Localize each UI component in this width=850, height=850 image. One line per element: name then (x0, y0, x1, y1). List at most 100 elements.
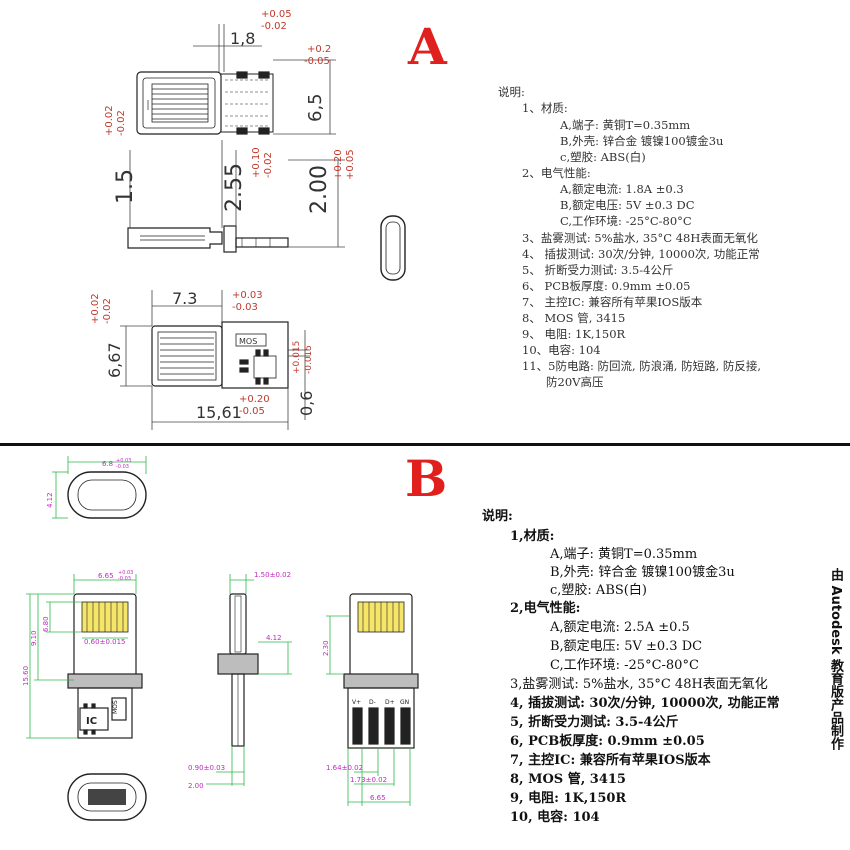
tol-2-00-minus: +0.05 (345, 149, 356, 180)
note-b-line: 10, 电容: 104 (510, 810, 600, 825)
tol-1-8-plus: +0.05 (261, 9, 292, 20)
connector-pcb-view (151, 321, 289, 389)
dim-1-5: 1.5 (113, 169, 138, 204)
note-a-line: A,端子: 黄铜T=0.35mm (560, 118, 691, 132)
note-a-line: 8、 MOS 管, 3415 (522, 311, 626, 325)
ic-label-b: IC (86, 716, 97, 727)
tol-b-6-65-minus: -0.03 (118, 576, 131, 582)
dim-15-61: 15,61 (196, 403, 242, 422)
note-a-line: 2、电气性能: (522, 166, 591, 180)
note-a-line: 3、盐雾测试: 5%盐水, 35°C 48H表面无氧化 (522, 231, 758, 245)
note-a-line: B,外壳: 锌合金 镀镍100镀金3u (560, 134, 724, 148)
note-b-line: B,额定电压: 5V ±0.3 DC (550, 639, 703, 654)
dim-b-1-73: 1.73±0.02 (350, 776, 387, 784)
mos-label-b: MOS (112, 700, 119, 714)
tol-left-plus: +0.02 (104, 105, 115, 136)
note-b-line: A,端子: 黄铜T=0.35mm (550, 547, 698, 562)
mos-label-a: MOS (239, 337, 257, 346)
note-b-line: 8, MOS 管, 3415 (510, 772, 626, 787)
tol-left-minus: -0.02 (116, 110, 127, 136)
connector-end-oval (67, 471, 147, 519)
dim-7-3: 7.3 (172, 289, 197, 308)
panel-a: A (90, 9, 762, 430)
tol-side-plus: +0.015 (292, 341, 302, 374)
dim-b-6-80: 6.80 (42, 616, 50, 632)
note-b-line: c,塑胶: ABS(白) (550, 583, 647, 598)
tol-side-minus: -0.015 (304, 345, 314, 374)
connector-front-view (67, 593, 143, 739)
dim-b-2-30: 2.30 (322, 640, 330, 656)
tol-15-61-minus: -0.05 (239, 406, 265, 417)
note-a-line: 4、 插拔测试: 30次/分钟, 10000次, 功能正常 (522, 247, 760, 261)
note-a-line: 10、电容: 104 (522, 343, 601, 357)
panel-b-label: B (405, 449, 448, 508)
note-b-line: 9, 电阻: 1K,150R (510, 791, 627, 806)
note-b-line: 1,材质: (510, 529, 555, 544)
tol-2-55-plus: +0.10 (251, 147, 262, 178)
connector-side-view (217, 593, 259, 747)
dim-b-1-64: 1.64±0.02 (326, 764, 363, 772)
connector-top-view (136, 71, 274, 135)
dim-b-0-90: 0.90±0.03 (188, 764, 225, 772)
pin-label: D+ (385, 699, 395, 706)
notes-b-title: 说明: (482, 509, 513, 524)
note-b-line: 2,电气性能: (510, 601, 581, 616)
note-a-line: 6、 PCB板厚度: 0.9mm ±0.05 (522, 279, 691, 293)
pin-label: GN (400, 699, 409, 706)
note-a-line: C,工作环境: -25°C-80°C (560, 214, 692, 228)
dim-b-6-65-bot: 6.65 (370, 794, 386, 802)
note-a-line: c,塑胶: ABS(白) (560, 150, 646, 164)
drawing-a: 1,8 +0.05 -0.02 +0.2 -0.05 6,5 +0.02 -0.… (90, 9, 406, 430)
tol-7-3-minus: -0.03 (232, 302, 258, 313)
note-a-line: A,额定电流: 1.8A ±0.3 (560, 182, 684, 196)
dim-2-00: 2.00 (307, 165, 332, 214)
dim-b-2-00: 2.00 (188, 782, 204, 790)
panel-a-label: A (408, 17, 447, 76)
tol-b-6-8-plus: +0.03 (116, 458, 131, 464)
dim-b-0-60: 0.60±0.015 (84, 638, 126, 646)
tol-b-6-8-minus: -0.03 (116, 464, 129, 470)
note-a-line: 1、材质: (522, 101, 568, 115)
tol-7-3-plus: +0.03 (232, 290, 263, 301)
dim-b-15-60: 15.60 (22, 666, 30, 686)
drawing-b: 6.8 +0.03 -0.03 4.12 IC MOS (22, 456, 419, 821)
tol-2-55-minus: -0.02 (263, 152, 274, 178)
note-a-line: 5、 折断受力测试: 3.5-4公斤 (522, 263, 674, 277)
note-a-line: 9、 电阻: 1K,150R (522, 327, 626, 341)
dim-2-55: 2.55 (222, 163, 247, 212)
panel-divider (0, 443, 850, 446)
tol-b-6-65-plus: +0.03 (118, 570, 133, 576)
dim-0-6: 0,6 (297, 391, 316, 416)
note-a-line: 防20V高压 (546, 375, 604, 389)
note-b-line: C,工作环境: -25°C-80°C (550, 658, 699, 673)
note-b-line: 7, 主控IC: 兼容所有苹果IOS版本 (510, 753, 711, 768)
note-b-line: 4, 插拔测试: 30次/分钟, 10000次, 功能正常 (510, 696, 780, 711)
dim-1-8: 1,8 (230, 29, 255, 48)
dim-b-4-12-mid: 4.12 (266, 634, 282, 642)
connector-back-view (343, 593, 419, 749)
dim-b-6-65-top: 6.65 (98, 572, 114, 580)
autodesk-credit: 由 Autodesk 教育版产品制作 (828, 568, 843, 751)
panel-b: B 6.8 +0.03 -0.03 4.12 (0, 446, 850, 850)
tol-2-00-plus: +0.20 (333, 149, 344, 180)
note-b-line: B,外壳: 锌合金 镀镍100镀金3u (550, 565, 735, 580)
dim-b-4-12-top: 4.12 (46, 492, 54, 508)
note-b-line: 6, PCB板厚度: 0.9mm ±0.05 (510, 734, 705, 749)
note-a-line: 7、 主控IC: 兼容所有苹果IOS版本 (522, 295, 703, 309)
dim-b-1-50: 1.50±0.02 (254, 571, 291, 579)
pin-label: V+ (352, 699, 361, 706)
note-a-line: 11、5防电路: 防回流, 防浪涌, 防短路, 防反接, (522, 359, 762, 373)
connector-bottom-oval (67, 773, 147, 821)
notes-a-title: 说明: (498, 85, 525, 99)
dim-6-67: 6,67 (105, 342, 124, 378)
tol-0-2-plus: +0.2 (307, 44, 331, 55)
tol-1-8-minus: -0.02 (261, 21, 287, 32)
tol-6-67-minus: -0.02 (102, 298, 113, 324)
tol-6-67-plus: +0.02 (90, 293, 101, 324)
note-b-line: 3,盐雾测试: 5%盐水, 35°C 48H表面无氧化 (510, 677, 768, 692)
note-a-line: B,额定电压: 5V ±0.3 DC (560, 198, 695, 212)
tol-0-2-minus: -0.05 (304, 56, 330, 67)
tol-15-61-plus: +0.20 (239, 394, 270, 405)
pin-label: D- (369, 699, 376, 706)
connector-side-profile (127, 215, 406, 281)
